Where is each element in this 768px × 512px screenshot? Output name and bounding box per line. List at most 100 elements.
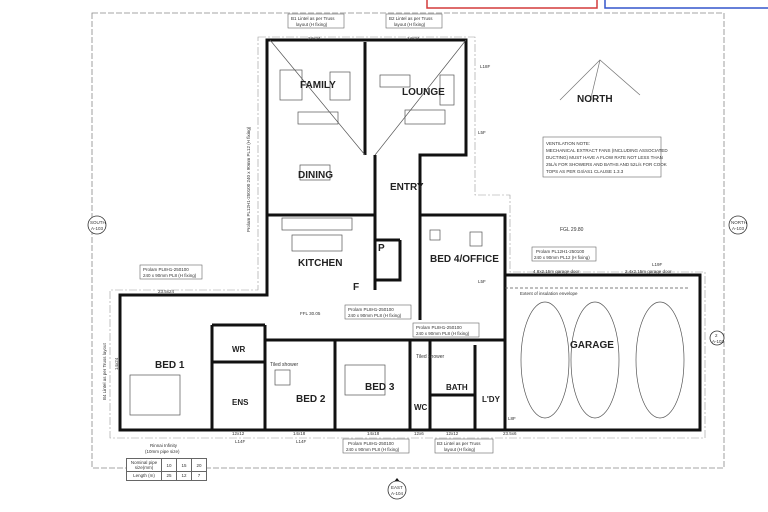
svg-text:L8F: L8F <box>508 416 516 421</box>
section-marker-2: 2 A-103 <box>709 330 725 346</box>
lintel-bottom-box <box>342 438 410 454</box>
svg-text:23.5x6: 23.5x6 <box>503 431 517 436</box>
svg-text:12x12: 12x12 <box>232 431 245 436</box>
red-frame <box>426 0 598 9</box>
lintel-bottom: 240 x 90mm PL8 (H fixing) <box>346 447 400 452</box>
svg-text:SOUTH: SOUTH <box>90 220 106 225</box>
room-dining: DINING <box>298 170 333 181</box>
section-marker-east: EAST A-104 <box>387 478 407 500</box>
section-marker-south: SOUTH A-103 <box>87 215 107 235</box>
lintel-garage: Prolam PL12H1-250100 <box>536 249 585 254</box>
table-cell: 15 <box>176 457 192 473</box>
svg-text:L14F: L14F <box>235 439 246 444</box>
svg-text:L5F: L5F <box>478 130 486 135</box>
svg-text:24x24: 24x24 <box>308 36 321 41</box>
tiled-shower-label: Tiled shower <box>416 354 444 360</box>
lintel-garage-box <box>531 246 597 262</box>
lintel-b1: B1 Lintel as per Truss <box>291 16 335 21</box>
lintel-tags: L18F L5F L14F L14F L8F L19F L5F <box>235 64 663 444</box>
room-ens: ENS <box>232 398 249 407</box>
room-bed1: BED 1 <box>155 360 185 371</box>
lintel-left-box <box>139 264 203 280</box>
table-cell: 10 <box>161 457 177 473</box>
north-label: NORTH <box>577 94 613 105</box>
lintel-left: 240 x 90mm PL8 (H fixing) <box>143 273 197 278</box>
ventilation-note: VENTILATION NOTE: MECHANICAL EXTRACT FAN… <box>546 141 668 174</box>
fgl-level: FGL 29.80 <box>560 227 584 233</box>
ffl-level: FFL 30.05 <box>300 311 321 316</box>
room-fridge: F <box>353 282 359 293</box>
room-garage: GARAGE <box>570 340 614 351</box>
lintel-b1-box <box>287 13 345 29</box>
rinnai-label: (10mm pipe size) <box>145 449 180 454</box>
ventilation-note-box <box>542 136 662 178</box>
room-bed2: BED 2 <box>296 394 326 405</box>
table-row: Length (m) 25 12 7 <box>126 471 207 481</box>
room-wr: WR <box>232 345 246 354</box>
lintel-mid1-box <box>344 304 412 320</box>
svg-text:12x12: 12x12 <box>446 431 459 436</box>
svg-text:2: 2 <box>715 333 718 338</box>
table-cell: 7 <box>191 471 207 481</box>
room-wc: WC <box>414 403 428 412</box>
lintel-mid1: Prolam PL8H1-250100 <box>348 307 394 312</box>
lintel-mid1: 240 x 90mm PL8 (H fixing) <box>348 313 402 318</box>
svg-text:VENTILATION NOTE:: VENTILATION NOTE: <box>546 141 590 146</box>
svg-text:L18F: L18F <box>480 64 491 69</box>
room-family: FAMILY <box>300 80 336 91</box>
lintel-b2: layout (H fixing) <box>394 22 426 27</box>
svg-text:14x24: 14x24 <box>407 36 420 41</box>
table-cell: Length (m) <box>126 471 162 481</box>
svg-text:TOPS AS PER G4/AS1 CLAUSE 1.3.: TOPS AS PER G4/AS1 CLAUSE 1.3.3 <box>546 169 624 174</box>
svg-text:NORTH: NORTH <box>731 220 747 225</box>
room-laundry: L'DY <box>482 395 501 404</box>
lintel-b4: B4 Lintel as per Truss layout <box>102 342 107 400</box>
garage-door-1: 4.8x2.15m garage door <box>533 269 580 274</box>
rinnai-label: Rinnai Infinity <box>150 443 178 448</box>
svg-text:23.5x24: 23.5x24 <box>158 289 175 294</box>
svg-text:14x24: 14x24 <box>114 357 119 370</box>
lintel-b2: B2 Lintel as per Truss <box>389 16 433 21</box>
room-pantry: P <box>378 243 385 254</box>
dimension-labels: 24x24 14x24 23.5x24 12x12 14x18 14x18 12… <box>114 36 517 436</box>
revision-cloud <box>91 12 725 469</box>
lintel-mid2-box <box>412 322 480 338</box>
svg-text:L19F: L19F <box>652 262 663 267</box>
svg-text:A-104: A-104 <box>391 491 404 496</box>
table-cell: Nominal pipe size(mm) <box>126 457 162 473</box>
room-kitchen: KITCHEN <box>298 258 342 269</box>
room-entry: ENTRY <box>390 182 424 193</box>
room-lounge: LOUNGE <box>402 87 445 98</box>
tiled-shower-label: Tiled shower <box>270 362 298 368</box>
lintel-b3: B3 Lintel as per Truss <box>437 441 481 446</box>
lintel-mid2: 240 x 90mm PL8 (H fixing) <box>416 331 470 336</box>
svg-text:14x18: 14x18 <box>367 431 380 436</box>
lintel-b2-box <box>385 13 443 29</box>
svg-text:EAST: EAST <box>391 485 403 490</box>
svg-text:A-103: A-103 <box>712 339 725 344</box>
insulation-note: Extent of insulation envelope <box>520 291 578 296</box>
svg-text:A-103: A-103 <box>732 226 745 231</box>
svg-text:14x18: 14x18 <box>293 431 306 436</box>
svg-text:DUCTING) MUST HAVE A FLOW RATE: DUCTING) MUST HAVE A FLOW RATE NOT LESS … <box>546 155 663 160</box>
lintel-bottom: Prolam PL8H1-250100 <box>348 441 394 446</box>
lintel-b1: layout (H fixing) <box>296 22 328 27</box>
svg-text:MECHANICAL EXTRACT FANS (INCLU: MECHANICAL EXTRACT FANS (INCLUDING ASSOC… <box>546 148 668 153</box>
svg-text:A-103: A-103 <box>91 226 104 231</box>
lintel-garage: 240 x 90mm PL12 (H fixing) <box>534 255 590 260</box>
lintel-b3: layout (H fixing) <box>444 447 476 452</box>
walls <box>118 38 702 432</box>
lintel-mid2: Prolam PL8H1-250100 <box>416 325 462 330</box>
lintel-upper-prolam: Prolam PL12H1-250100 240 x 90mm PL12 (H … <box>246 126 251 232</box>
svg-text:12x6: 12x6 <box>414 431 424 436</box>
room-bath: BATH <box>446 383 468 392</box>
table-cell: 12 <box>176 471 192 481</box>
svg-text:L14F: L14F <box>296 439 307 444</box>
boundary-line <box>109 36 706 439</box>
table-row: Nominal pipe size(mm) 10 15 20 <box>126 457 207 473</box>
svg-text:L5F: L5F <box>478 279 486 284</box>
svg-text:25L/s FOR SHOWERS AND BATHS AN: 25L/s FOR SHOWERS AND BATHS AND 52L/s FO… <box>546 162 667 167</box>
furniture <box>129 39 690 419</box>
garage-door-2: 2.4x2.15m garage door <box>625 269 672 274</box>
